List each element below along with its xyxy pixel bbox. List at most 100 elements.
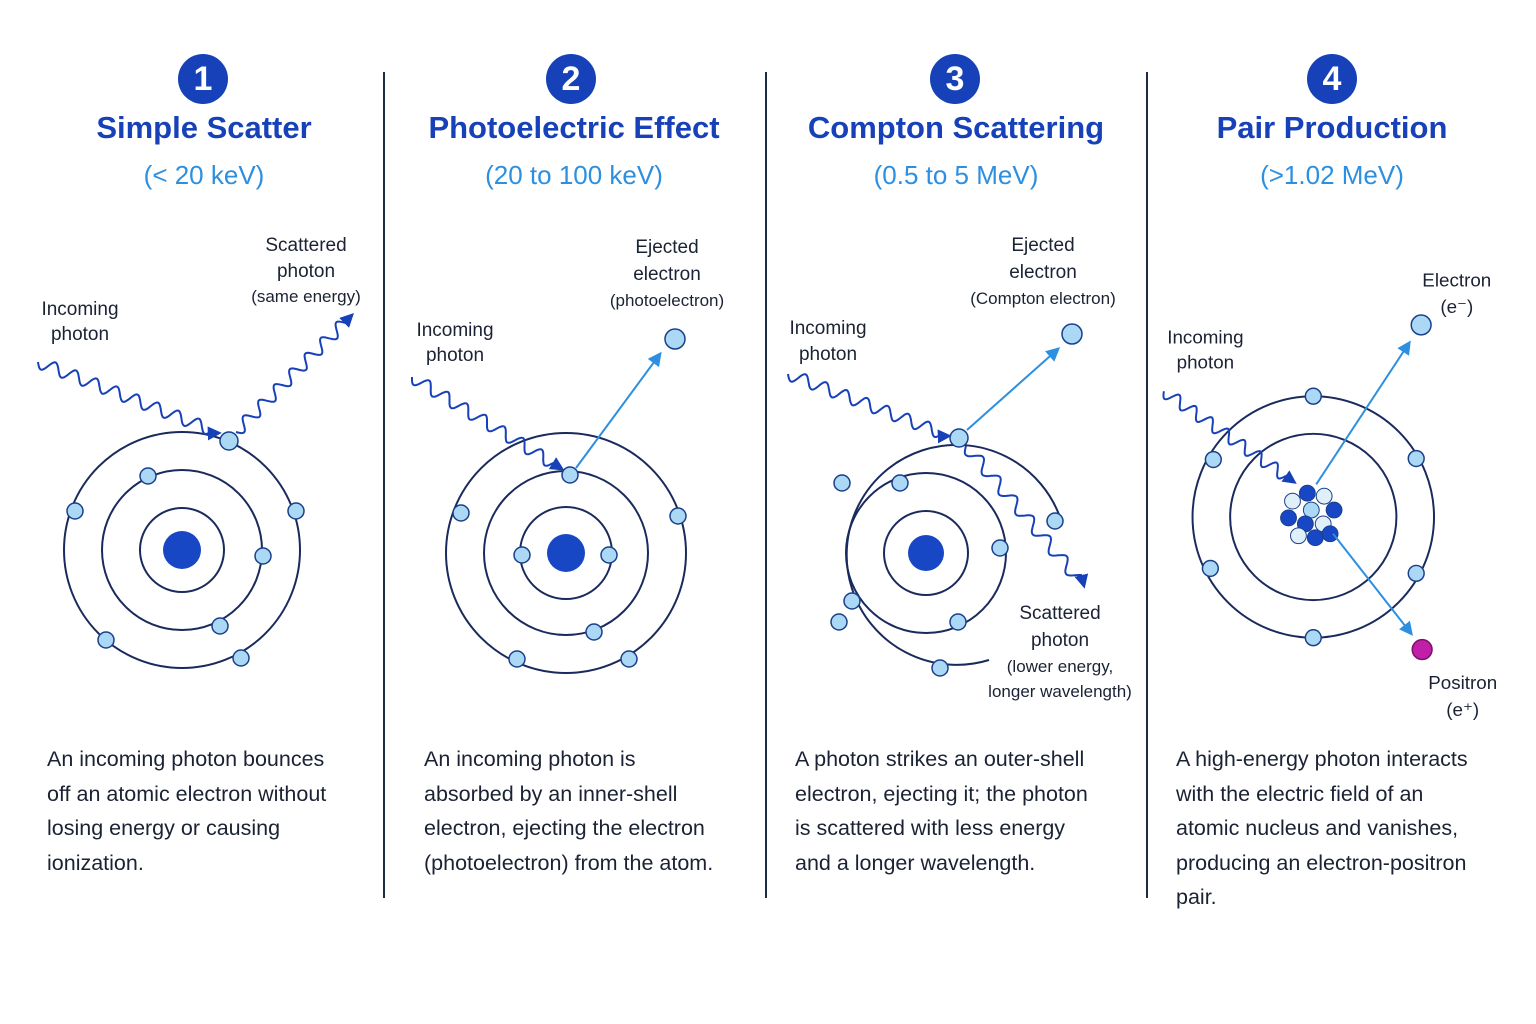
nucleon (1314, 515, 1332, 533)
atom (1191, 387, 1436, 647)
electron (1201, 559, 1220, 578)
electron (254, 547, 272, 565)
panel-pair-production: 4 Pair Production (>1.02 MeV) (1148, 0, 1536, 1024)
outer-orbit (63, 431, 301, 669)
svg-text:Positron(e⁺): Positron(e⁺) (1428, 672, 1497, 720)
electron (1046, 512, 1064, 530)
energy-range: (< 20 keV) (143, 160, 265, 190)
inner-orbit (139, 507, 225, 593)
nucleon (1302, 501, 1320, 519)
panel-description: An incoming photon is absorbed by an inn… (424, 742, 713, 880)
scattered-photon-label: photon (1031, 630, 1089, 651)
struck-electron (949, 428, 969, 448)
nucleon (1325, 501, 1343, 519)
photoelectron-arrow (575, 351, 662, 469)
electron-label: Electron (1422, 269, 1491, 290)
outer-orbit (445, 432, 687, 674)
description-line: A photon strikes an outer-shell (795, 747, 1085, 771)
nucleon (1284, 492, 1301, 510)
ejected-electron-note: (photoelectron) (610, 291, 724, 310)
description-line: off an atomic electron without (47, 781, 327, 806)
electron (97, 631, 115, 649)
electron (219, 431, 239, 451)
panel-photoelectric-effect: 2 Photoelectric Effect (20 to 100 keV) I… (384, 0, 768, 1024)
emitted-positron (1411, 638, 1433, 661)
outer-orbit (845, 443, 1062, 666)
ejected-photoelectron (664, 328, 686, 350)
middle-orbit (101, 469, 263, 631)
description-line: producing an electron-positron (1176, 850, 1467, 875)
incoming-photon-wave (787, 373, 952, 444)
inner-orbit (883, 510, 969, 596)
electron (66, 502, 84, 520)
incoming-photon-label: Incoming (1167, 327, 1243, 348)
svg-text:Electron(e⁻): Electron (e⁻) (1422, 269, 1491, 317)
positron-arrow (1332, 533, 1413, 636)
scattered-photon-label: photon (277, 261, 335, 282)
electron (139, 467, 157, 485)
electron (830, 613, 848, 631)
compton-electron-arrow (966, 347, 1061, 431)
electron (508, 650, 526, 668)
nucleon (1280, 509, 1297, 527)
panel-divider-2 (765, 72, 767, 898)
ejected-electron-label: Ejected (635, 237, 698, 258)
step-number-badge: 3 (930, 54, 980, 104)
electron (600, 546, 618, 564)
description-line: is scattered with less energy (795, 816, 1066, 840)
panel-title: Simple Scatter (96, 110, 312, 145)
description-line: losing energy or causing (47, 816, 281, 840)
electron (513, 546, 531, 564)
electron (1407, 449, 1425, 468)
nucleon (1315, 487, 1333, 505)
energy-range: (0.5 to 5 MeV) (873, 160, 1039, 190)
nucleus (547, 534, 585, 572)
nucleus (163, 531, 201, 569)
scattered-photon-note: (same energy) (251, 287, 361, 306)
nucleon (1290, 527, 1307, 545)
electron (843, 592, 861, 610)
electron (949, 613, 967, 631)
description-line: with the electric field of an (1176, 781, 1424, 806)
panel-divider-1 (383, 72, 385, 898)
description-line: and a longer wavelength. (795, 850, 1036, 875)
scattered-photon-note: (lower energy, (1007, 657, 1113, 676)
panel-title: Photoelectric Effect (428, 110, 720, 145)
description-line: An incoming photon is (424, 747, 636, 771)
electron-label: (e⁻) (1440, 296, 1473, 317)
atom (830, 428, 1064, 677)
nucleon (1298, 484, 1316, 502)
electron (1204, 450, 1222, 469)
panel-title: Pair Production (1216, 110, 1448, 145)
incoming-photon-label: Incoming (789, 318, 866, 339)
electron (452, 504, 470, 522)
ejected-electron-label: Ejected (1011, 235, 1074, 256)
description-line: electron, ejecting the electron (424, 816, 705, 840)
nucleon (1321, 525, 1339, 543)
scattered-photon-label: Scattered (1019, 603, 1100, 624)
electron (991, 539, 1009, 557)
electron (1304, 629, 1322, 647)
electron (833, 474, 851, 492)
outer-orbit (1191, 395, 1436, 639)
incoming-photon-label: photon (51, 324, 109, 345)
panel-description: A high-energy photon interacts with the … (1176, 742, 1468, 915)
electron (232, 649, 250, 667)
incoming-photon-label: Incoming (416, 320, 493, 341)
energy-range: (>1.02 MeV) (1260, 160, 1404, 190)
panel-description: A photon strikes an outer-shell electron… (795, 742, 1088, 880)
nucleon (1296, 515, 1314, 533)
description-line: An incoming photon bounces (47, 747, 325, 771)
description-line: absorbed by an inner-shell (424, 781, 678, 806)
electron (287, 502, 305, 520)
incoming-photon-label: photon (1177, 351, 1235, 372)
electron-arrow (1315, 340, 1411, 485)
positron-label: Positron (1428, 672, 1497, 693)
